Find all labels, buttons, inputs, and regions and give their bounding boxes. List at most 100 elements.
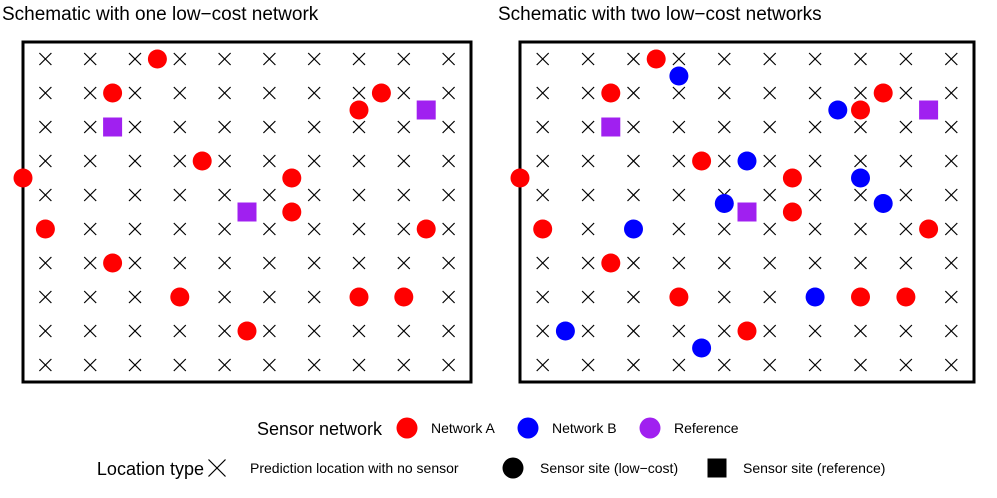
prediction-location-cross — [442, 256, 456, 270]
reference-sensor-square — [416, 100, 436, 120]
legend-reference-site-label: Sensor site (reference) — [743, 460, 885, 476]
legend-location-title: Location type — [97, 459, 204, 479]
network-b-sensor-point — [669, 66, 689, 86]
prediction-location-cross — [536, 324, 550, 338]
prediction-location-cross — [899, 120, 913, 134]
network-a-sensor-point — [737, 321, 757, 341]
prediction-location-cross — [128, 154, 142, 168]
prediction-location-cross — [672, 358, 686, 372]
prediction-location-cross — [262, 154, 276, 168]
legend-network-a-label: Network A — [431, 420, 495, 436]
prediction-location-cross — [854, 256, 867, 270]
prediction-location-cross — [763, 324, 777, 338]
prediction-location-cross — [442, 120, 456, 134]
network-a-sensor-point — [349, 287, 369, 307]
prediction-location-cross — [536, 188, 550, 202]
prediction-location-cross — [627, 120, 640, 134]
network-b-sensor-point — [805, 287, 825, 307]
prediction-location-cross — [218, 358, 232, 372]
network-b-sensor-point — [737, 151, 757, 171]
reference-sensor-square — [737, 202, 757, 222]
prediction-location-cross — [672, 120, 686, 134]
prediction-location-cross — [944, 86, 958, 100]
prediction-location-cross — [83, 290, 97, 304]
prediction-location-cross — [83, 120, 97, 134]
prediction-location-cross — [128, 256, 142, 270]
prediction-location-cross — [581, 222, 595, 236]
prediction-location-cross — [944, 290, 958, 304]
prediction-location-cross — [128, 120, 142, 134]
prediction-location-cross — [128, 290, 142, 304]
prediction-location-cross — [854, 324, 867, 338]
prediction-location-cross — [38, 324, 52, 338]
prediction-location-cross — [352, 256, 366, 270]
prediction-location-cross — [38, 290, 52, 304]
prediction-location-cross — [944, 256, 958, 270]
prediction-location-cross — [262, 86, 276, 100]
prediction-location-cross — [352, 188, 366, 202]
prediction-location-cross — [854, 154, 867, 168]
prediction-location-cross — [899, 86, 913, 100]
prediction-location-cross — [307, 324, 321, 338]
prediction-location-cross — [218, 256, 232, 270]
prediction-location-cross — [672, 256, 686, 270]
prediction-location-cross — [717, 222, 731, 236]
prediction-location-cross — [173, 120, 187, 134]
prediction-location-cross — [128, 222, 142, 236]
prediction-location-cross — [218, 52, 232, 66]
prediction-location-cross — [808, 154, 822, 168]
network-b-sensor-point — [851, 168, 870, 188]
prediction-location-cross — [717, 154, 731, 168]
prediction-location-cross — [173, 86, 187, 100]
prediction-location-cross — [717, 120, 731, 134]
legend-network-a-swatch — [396, 417, 418, 439]
prediction-location-cross — [763, 86, 777, 100]
prediction-location-cross — [38, 86, 52, 100]
prediction-location-cross — [672, 52, 686, 66]
prediction-location-cross — [581, 120, 595, 134]
prediction-location-cross — [581, 154, 595, 168]
prediction-location-cross — [218, 222, 232, 236]
prediction-location-cross — [763, 290, 777, 304]
prediction-location-cross — [173, 358, 187, 372]
prediction-location-cross — [352, 52, 366, 66]
prediction-location-cross — [581, 358, 595, 372]
prediction-location-cross — [38, 188, 52, 202]
prediction-location-cross — [581, 324, 595, 338]
prediction-location-cross — [808, 256, 822, 270]
prediction-location-cross — [83, 154, 97, 168]
prediction-location-cross — [38, 120, 52, 134]
prediction-location-cross — [83, 188, 97, 202]
prediction-location-cross — [397, 154, 411, 168]
prediction-location-cross — [808, 86, 822, 100]
prediction-location-cross — [717, 290, 731, 304]
legend-square-swatch — [707, 458, 727, 478]
network-a-sensor-point — [782, 202, 802, 222]
reference-sensor-square — [103, 117, 123, 137]
legend-network-b-label: Network B — [552, 420, 617, 436]
prediction-location-cross — [581, 52, 595, 66]
prediction-location-cross — [352, 120, 366, 134]
prediction-location-cross — [808, 52, 822, 66]
network-a-sensor-point — [692, 151, 712, 171]
network-a-sensor-point — [851, 100, 870, 120]
prediction-location-cross — [763, 154, 777, 168]
prediction-location-cross — [442, 188, 456, 202]
prediction-location-cross — [627, 52, 640, 66]
prediction-location-cross — [38, 154, 52, 168]
network-a-sensor-point — [601, 83, 621, 103]
prediction-location-cross — [218, 188, 232, 202]
network-a-sensor-point — [782, 168, 802, 188]
prediction-location-cross — [442, 358, 456, 372]
prediction-location-cross — [672, 324, 686, 338]
prediction-location-cross — [128, 324, 142, 338]
panel-frame-1 — [21, 40, 473, 384]
prediction-location-cross — [763, 222, 777, 236]
prediction-location-cross — [899, 188, 913, 202]
prediction-location-cross — [536, 256, 550, 270]
prediction-location-cross — [442, 290, 456, 304]
prediction-location-cross — [38, 256, 52, 270]
prediction-location-cross — [128, 86, 142, 100]
prediction-location-cross — [672, 188, 686, 202]
legend-network-b-swatch — [517, 417, 539, 439]
